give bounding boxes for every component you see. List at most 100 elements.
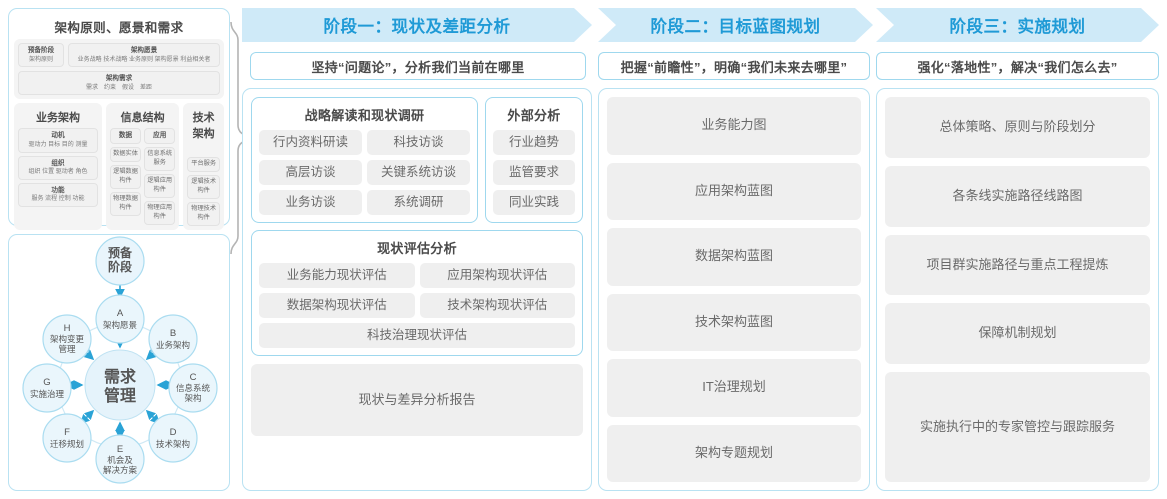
phase-header-3: 阶段三：实施规划: [876, 8, 1159, 42]
pillar-business-architecture: 业务架构 动机 驱动力 目标 目的 测量 组织 组织 位置 驱动者 角色 功能: [14, 103, 102, 231]
adm-center-line2: 管理: [104, 386, 136, 405]
togaf-panel-title: 架构原则、愿景和需求: [54, 21, 184, 35]
adm-cycle-diagram: 预备 阶段 A 架构愿景 B 业务架构 C 信息系统 架构 D 技术架构: [22, 236, 218, 484]
information-application-column: 应用 信息系统服务 逻辑应用构件 物理应用构件: [144, 128, 176, 225]
function-items: 服务 流程 控制 功能: [31, 196, 85, 203]
phase-2-body: 业务能力图 应用架构蓝图 数据架构蓝图 技术架构蓝图 IT治理规划 架构专题规划: [598, 88, 870, 491]
togaf-content-framework-panel: 架构原则、愿景和需求 预备阶段 架构原则 架构愿景 业务战略 技术战略 业务原则…: [8, 8, 230, 277]
chip-peer-practice[interactable]: 同业实践: [493, 190, 575, 215]
chip-assurance-mechanism-plan[interactable]: 保障机制规划: [885, 303, 1150, 365]
chip-business-interview[interactable]: 业务访谈: [259, 190, 362, 215]
chip-business-line-roadmap[interactable]: 各条线实施路径线路图: [885, 165, 1150, 227]
adm-node-c: [168, 363, 218, 413]
current-state-assessment-title: 现状评估分析: [377, 241, 457, 256]
adm-node-prelim: [95, 236, 145, 286]
svg-text:C: C: [190, 372, 197, 383]
architecture-principles-label: 架构原则: [28, 56, 53, 63]
phase-3-title: 阶段三：实施规划: [949, 18, 1086, 36]
chip-technology-governance-assessment[interactable]: 科技治理现状评估: [259, 323, 575, 348]
phase-1-body: 战略解读和现状调研 行内资料研读 科技访谈 高层访谈 关键系统访谈 业务访谈 系…: [242, 88, 592, 491]
phase-header-1: 阶段一：现状及差距分析: [242, 8, 592, 42]
phase-1-subtitle: 坚持“问题论”，分析我们当前在哪里: [250, 52, 586, 80]
logical-application-component-box: 逻辑应用构件: [144, 173, 176, 198]
phase-2-chevron-shape: [598, 8, 873, 42]
pillar-technology-architecture: 技术架构 平台服务 逻辑技术构件 物理技术构件: [183, 103, 224, 231]
adm-center-line1: 需求: [104, 367, 137, 386]
chip-technology-architecture-blueprint[interactable]: 技术架构蓝图: [607, 293, 861, 351]
data-entity-box: 数据实体: [109, 147, 142, 162]
svg-text:A: A: [117, 308, 124, 319]
chip-architecture-topic-plan[interactable]: 架构专题规划: [607, 424, 861, 482]
application-column-title: 应用: [144, 128, 176, 145]
architecture-requirements-box: 架构需求 需求 约束 假设 差距: [18, 71, 220, 96]
architecture-requirements-title: 架构需求: [105, 75, 133, 83]
platform-service-box: 平台服务: [187, 157, 220, 173]
chip-executive-interview[interactable]: 高层访谈: [259, 160, 362, 185]
svg-text:G: G: [43, 377, 50, 388]
svg-text:D: D: [170, 427, 177, 438]
motivation-title: 动机: [51, 132, 65, 140]
external-analysis-card: 外部分析 行业趋势 监管要求 同业实践: [485, 97, 583, 223]
data-column-title: 数据: [109, 128, 142, 145]
logical-data-component-box: 逻辑数据构件: [109, 165, 142, 189]
phase-3-body: 总体策略、原则与阶段划分 各条线实施路径线路图 项目群实施路径与重点工程提炼 保…: [876, 88, 1159, 491]
physical-technology-component-box: 物理技术构件: [187, 202, 220, 227]
svg-text:H: H: [64, 323, 71, 334]
svg-text:技术架构: 技术架构: [156, 439, 190, 449]
chip-technology-interview[interactable]: 科技访谈: [367, 130, 470, 155]
strategy-research-card: 战略解读和现状调研 行内资料研读 科技访谈 高层访谈 关键系统访谈 业务访谈 系…: [251, 97, 478, 223]
chip-regulatory-requirement[interactable]: 监管要求: [493, 160, 575, 185]
phase-3-chevron-shape: [876, 8, 1159, 42]
svg-text:F: F: [64, 427, 70, 438]
svg-text:实施治理: 实施治理: [30, 389, 65, 399]
business-function-box: 功能 服务 流程 控制 功能: [18, 182, 98, 208]
chip-program-path-key-projects[interactable]: 项目群实施路径与重点工程提炼: [885, 234, 1150, 296]
logical-technology-component-box: 逻辑技术构件: [187, 175, 220, 200]
chip-data-architecture-assessment[interactable]: 数据架构现状评估: [259, 293, 415, 318]
adm-node-e: [95, 434, 145, 484]
phase-1-top-row: 战略解读和现状调研 行内资料研读 科技访谈 高层访谈 关键系统访谈 业务访谈 系…: [251, 97, 583, 223]
chip-system-survey[interactable]: 系统调研: [367, 190, 470, 215]
chip-business-capability-assessment[interactable]: 业务能力现状评估: [259, 263, 415, 288]
chip-key-system-interview[interactable]: 关键系统访谈: [367, 160, 470, 185]
chip-internal-document-study[interactable]: 行内资料研读: [259, 130, 362, 155]
strategy-research-title: 战略解读和现状调研: [304, 108, 425, 123]
organization-items: 组织 位置 驱动者 角色: [28, 169, 88, 176]
adm-prelim-line2: 阶段: [108, 259, 133, 274]
adm-node-g: [22, 363, 72, 413]
pillar-technology-title: 技术架构: [192, 112, 215, 141]
gap-analysis-report-chip[interactable]: 现状与差异分析报告: [251, 364, 583, 436]
architecture-vision-title: 架构愿景: [130, 47, 158, 54]
information-data-column: 数据 数据实体 逻辑数据构件 物理数据构件: [109, 128, 142, 224]
adm-prelim-line1: 预备: [108, 245, 133, 260]
chip-application-architecture-blueprint[interactable]: 应用架构蓝图: [607, 162, 861, 220]
svg-text:信息系统: 信息系统: [176, 383, 211, 393]
architecture-vision-box: 架构愿景 业务战略 技术战略 业务原则 架构愿景 利益相关者: [68, 43, 220, 68]
svg-text:机会及: 机会及: [107, 455, 133, 465]
physical-application-component-box: 物理应用构件: [144, 200, 176, 225]
adm-node-d: [148, 413, 198, 463]
adm-node-b: [148, 314, 198, 364]
svg-text:架构变更: 架构变更: [50, 334, 85, 344]
physical-data-component-box: 物理数据构件: [109, 191, 142, 216]
function-title: 功能: [51, 186, 65, 194]
chip-business-capability-map[interactable]: 业务能力图: [607, 97, 861, 155]
chip-data-architecture-blueprint[interactable]: 数据架构蓝图: [607, 228, 861, 286]
chip-expert-oversight-tracking-service[interactable]: 实施执行中的专家管控与跟踪服务: [885, 372, 1150, 482]
organization-title: 组织: [51, 159, 65, 167]
motivation-items: 驱动力 目标 目的 测量: [28, 142, 88, 149]
chip-overall-strategy-principles-phasing[interactable]: 总体策略、原则与阶段划分: [885, 97, 1150, 158]
svg-text:管理: 管理: [58, 344, 76, 354]
svg-text:解决方案: 解决方案: [103, 465, 138, 475]
pillar-information-structure: 信息结构 数据 数据实体 逻辑数据构件 物理数据构件 应用: [105, 103, 180, 231]
chip-industry-trend[interactable]: 行业趋势: [493, 130, 575, 155]
svg-text:E: E: [117, 444, 123, 455]
phase-2-subtitle: 把握“前瞻性”，明确“我们未来去哪里”: [598, 52, 870, 80]
architecture-vision-items: 业务战略 技术战略 业务原则 架构愿景 利益相关者: [77, 56, 211, 63]
current-state-assessment-card: 现状评估分析 业务能力现状评估 应用架构现状评估 数据架构现状评估 技术架构现状…: [251, 230, 583, 356]
chip-application-architecture-assessment[interactable]: 应用架构现状评估: [419, 263, 575, 288]
chip-it-governance-plan[interactable]: IT治理规划: [607, 359, 861, 417]
chip-technology-architecture-assessment[interactable]: 技术架构现状评估: [419, 293, 575, 318]
business-organization-box: 组织 组织 位置 驱动者 角色: [18, 155, 98, 180]
